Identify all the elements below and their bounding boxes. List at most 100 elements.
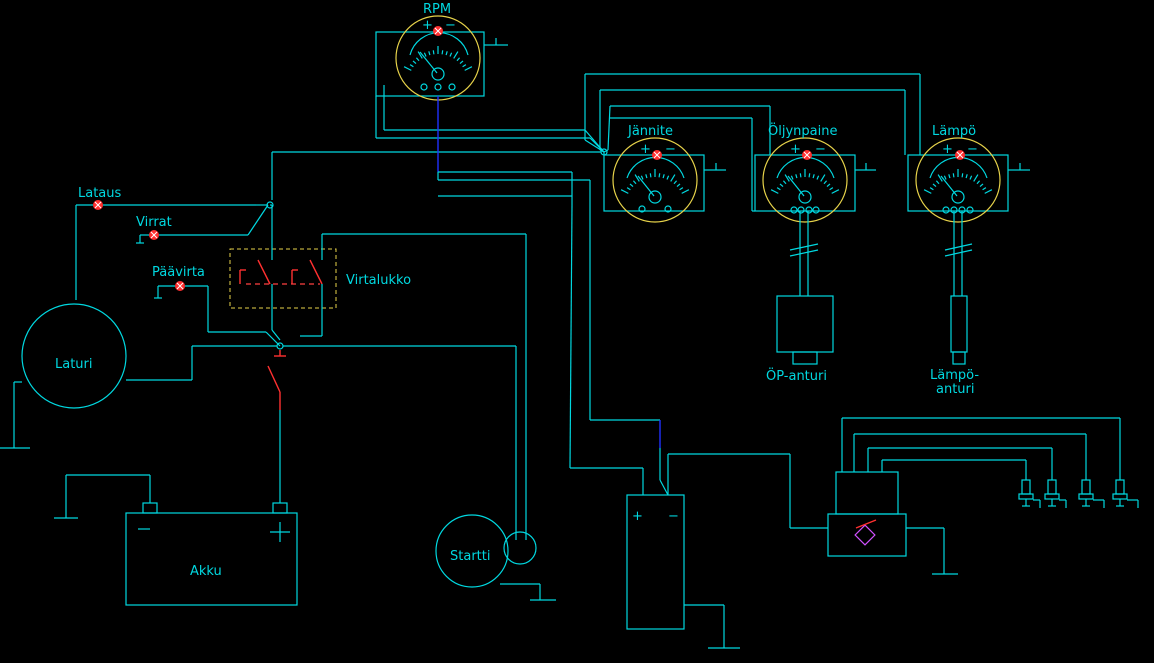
jannite-minus: −	[665, 142, 676, 157]
gauge-tick	[459, 60, 464, 65]
lataus-label: Lataus	[78, 186, 122, 201]
gauge-tick	[923, 189, 932, 194]
lampo-gauge	[907, 137, 1030, 223]
jannite-plus: +	[640, 142, 651, 157]
gauge-tick	[428, 51, 431, 56]
laturi	[0, 303, 193, 449]
gauge-tick	[634, 174, 640, 182]
gauge-tick	[976, 180, 981, 185]
virrat-lamp	[149, 230, 159, 240]
lampo-label: Lämpö	[932, 124, 976, 139]
gauge-tick	[969, 175, 973, 180]
spark-plug-3	[1078, 479, 1105, 508]
startti-label: Startti	[450, 549, 490, 564]
gauge-tick	[823, 180, 828, 185]
gauge-tick	[820, 174, 826, 182]
gauge-tick	[782, 180, 787, 185]
gauge-tick	[449, 52, 453, 57]
gauge-tick	[776, 187, 781, 191]
gauge-tick	[681, 189, 690, 194]
jannite-label: Jännite	[627, 124, 673, 139]
gauge-tick	[982, 187, 987, 191]
gauge-tick	[403, 66, 412, 71]
lampo-anturi-label-1: Lämpö-	[930, 368, 979, 383]
gauge-tick	[673, 180, 678, 185]
gauge-tick	[826, 183, 831, 188]
gauge-tick	[658, 173, 661, 178]
gauge-tick	[666, 175, 670, 180]
coil-minus: −	[668, 509, 679, 524]
gauge-harness	[271, 73, 921, 212]
coil-plus: +	[632, 509, 643, 524]
gauge-tick	[464, 66, 473, 71]
gauge-tick	[965, 174, 968, 179]
gauge-tick	[937, 174, 943, 182]
gauge-tick	[645, 174, 648, 179]
paavirta-label: Päävirta	[152, 265, 205, 280]
jannite-lamp	[652, 150, 662, 160]
gauge-tick	[935, 180, 940, 185]
lampo-plus: +	[942, 142, 953, 157]
gauge-tick	[943, 175, 947, 180]
gauge-tick	[984, 189, 993, 194]
gauge-tick	[632, 180, 637, 185]
gauge-tick	[679, 187, 684, 191]
main-junction	[192, 342, 517, 540]
gauge-tick	[423, 52, 427, 57]
gauge-tick	[629, 183, 634, 188]
distributor	[827, 417, 1121, 575]
spark-plug-1	[1018, 479, 1041, 508]
gauge-tick	[626, 187, 631, 191]
startti	[435, 234, 556, 601]
op-sender	[776, 211, 834, 365]
gauge-tick	[770, 189, 779, 194]
gauge-tick	[453, 51, 459, 59]
paavirta-lamp	[175, 281, 185, 291]
gauge-tick	[816, 175, 820, 180]
gauge-tick	[799, 173, 802, 178]
laturi-label: Laturi	[55, 357, 93, 372]
lampo-anturi-label-2: anturi	[936, 382, 975, 397]
gauge-tick	[662, 174, 665, 179]
gauge-tick	[831, 189, 840, 194]
akku	[54, 474, 298, 606]
virtalukko-switch	[229, 205, 526, 341]
rpm-lamp	[433, 26, 443, 36]
rpm-plus: +	[422, 18, 433, 33]
gauge-tick	[961, 173, 964, 178]
gauge-tick	[812, 174, 815, 179]
gauge-tick	[952, 173, 955, 178]
lampo-minus: −	[967, 142, 978, 157]
gauge-tick	[779, 183, 784, 188]
gauge-tick	[432, 50, 435, 55]
gauge-tick	[417, 51, 423, 59]
jannite-gauge	[603, 137, 726, 223]
gauge-tick	[790, 175, 794, 180]
gauge-tick	[929, 187, 934, 191]
oljynpaine-plus: +	[790, 142, 801, 157]
oljynpaine-lamp	[802, 150, 812, 160]
gauge-tick	[979, 183, 984, 188]
oljynpaine-minus: −	[815, 142, 826, 157]
gauge-tick	[948, 174, 951, 179]
rpm-label: RPM	[423, 2, 451, 17]
gauge-tick	[676, 183, 681, 188]
rpm-signal-wire	[437, 96, 660, 495]
virrat-label: Virrat	[136, 215, 172, 230]
gauge-tick	[620, 189, 629, 194]
gauge-tick	[462, 64, 467, 68]
gauge-tick	[412, 60, 417, 65]
gauge-tick	[795, 174, 798, 179]
gauge-tick	[415, 57, 420, 62]
virtalukko-label: Virtalukko	[346, 273, 411, 288]
rpm-minus: −	[445, 18, 456, 33]
akku-label: Akku	[190, 564, 222, 579]
gauge-tick	[445, 51, 448, 56]
gauge-tick	[456, 57, 461, 62]
gauge-tick	[829, 187, 834, 191]
ignition-coil	[626, 420, 828, 649]
gauge-tick	[640, 175, 644, 180]
gauge-tick	[649, 173, 652, 178]
lampo-lamp	[955, 150, 965, 160]
